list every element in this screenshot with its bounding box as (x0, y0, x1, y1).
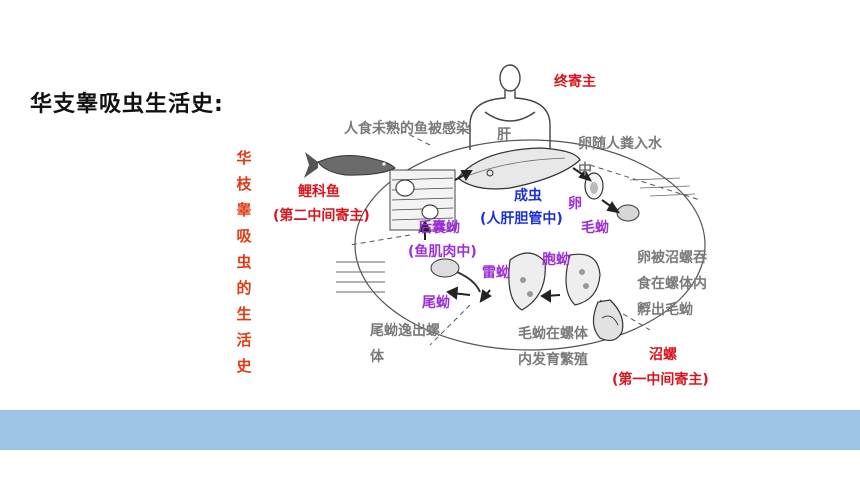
human-silhouette-icon (469, 64, 551, 150)
infection-note: 人食未熟的鱼被感染 (344, 121, 470, 137)
redia-icon (508, 252, 546, 311)
liver-label: 肝 (497, 127, 511, 143)
cercaria-icon (430, 258, 481, 293)
metacercaria-label: 后囊蚴 (418, 220, 460, 236)
fluke-icon (457, 147, 581, 190)
snail-swallow-note: 卵被沼螺吞食在螺体内孵出毛蚴 (637, 250, 707, 318)
page-title: 华支睾吸虫生活史: (30, 92, 224, 117)
snail-icon (592, 299, 624, 342)
metacercaria-icon (395, 179, 415, 197)
snail-label: 沼螺 (649, 347, 677, 363)
fish-muscle-icon (389, 169, 456, 231)
sporocyst-label: 胞蚴 (542, 252, 570, 268)
sporocyst-icon (565, 253, 601, 306)
adult-label: 成虫 (514, 188, 542, 204)
metacercaria-location-label: (鱼肌肉中) (408, 244, 477, 260)
carp-label: 鲤科鱼 (298, 184, 340, 200)
water-icon (629, 177, 696, 197)
first-host-label: (第一中间寄主) (612, 372, 709, 388)
final-host-label: 终寄主 (554, 74, 596, 90)
eggs-water-note: 卵随人粪入水中 (578, 136, 662, 178)
cercaria-escape-note: 尾蚴逸出螺体 (370, 323, 440, 365)
egg-label: 卵 (568, 196, 582, 212)
cycle-path (354, 139, 706, 351)
adult-location-label: (人肝胆管中) (480, 211, 563, 227)
cercaria-label: 尾蚴 (422, 295, 450, 311)
water-left-icon (336, 261, 385, 293)
cycle-dividers (349, 119, 701, 346)
vertical-title-text: 华枝睾吸虫的生活史 (236, 149, 252, 375)
miracidium-development-note: 毛蚴在螺体内发育繁殖 (518, 326, 588, 368)
redia-label: 雷蚴 (482, 265, 510, 281)
second-host-label: (第二中间寄主) (273, 208, 370, 224)
cycle-arrows (418, 167, 621, 303)
vertical-title: 华枝睾吸虫的生活史 (233, 145, 255, 379)
fish-icon (304, 152, 396, 178)
miracidium-label: 毛蚴 (581, 220, 609, 236)
footer-band (0, 410, 860, 450)
miracidium-icon (616, 204, 640, 222)
